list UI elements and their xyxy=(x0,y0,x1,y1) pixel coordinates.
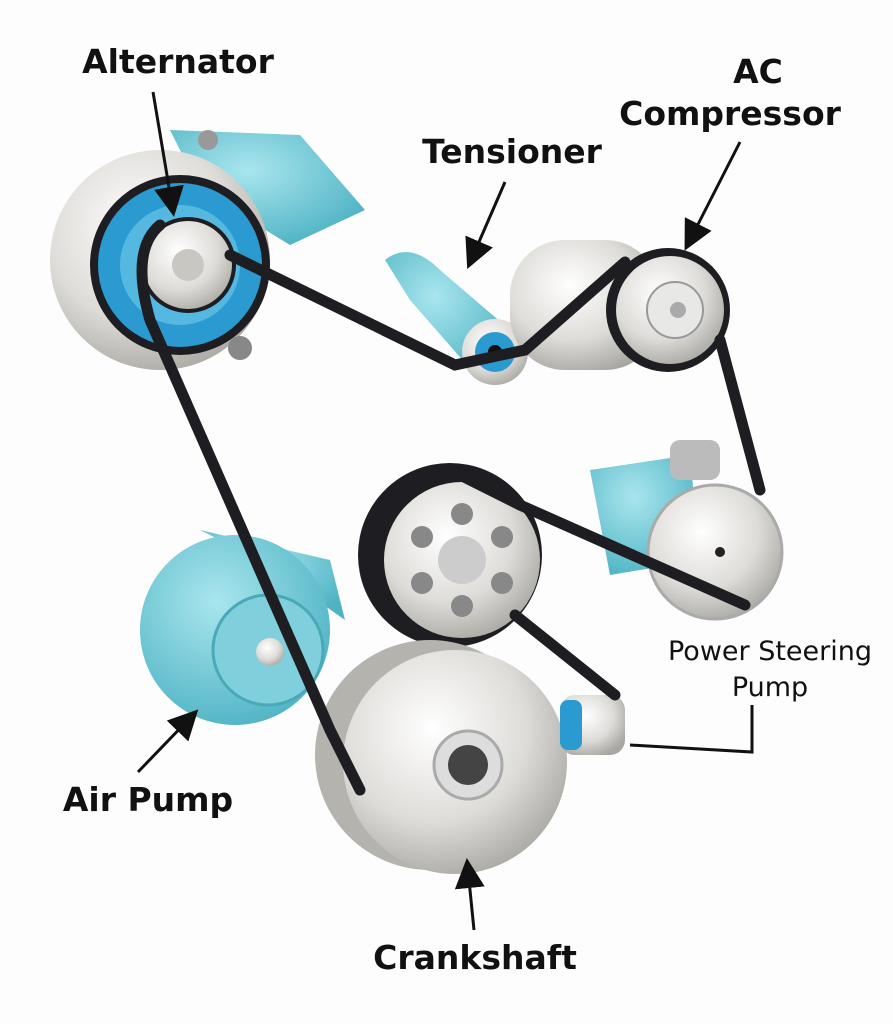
ac-compressor-label-line1: AC xyxy=(733,52,783,91)
alternator xyxy=(50,130,365,370)
tensioner-arrow xyxy=(465,181,507,270)
power-steering-label-line2: Pump xyxy=(731,672,809,703)
alternator-label: Alternator xyxy=(82,42,274,81)
air-pump-label: Air Pump xyxy=(62,780,234,819)
crankshaft-label: Crankshaft xyxy=(373,938,577,977)
ac-compressor-arrow xyxy=(684,141,742,251)
crankshaft-arrow xyxy=(454,858,485,931)
power-steering-label-line1: Power Steering xyxy=(667,636,873,667)
ac-compressor-label-line2: Compressor xyxy=(619,94,841,133)
alternator-arrow xyxy=(151,91,184,217)
small-idler xyxy=(560,695,625,755)
power-steering-leader xyxy=(629,705,754,754)
air-pump-arrow xyxy=(136,709,199,774)
crankshaft-pulley xyxy=(315,640,567,874)
serpentine-belt xyxy=(136,219,766,796)
air-pump xyxy=(140,530,345,725)
idler-pulley xyxy=(358,463,542,647)
tensioner-label: Tensioner xyxy=(422,132,602,171)
